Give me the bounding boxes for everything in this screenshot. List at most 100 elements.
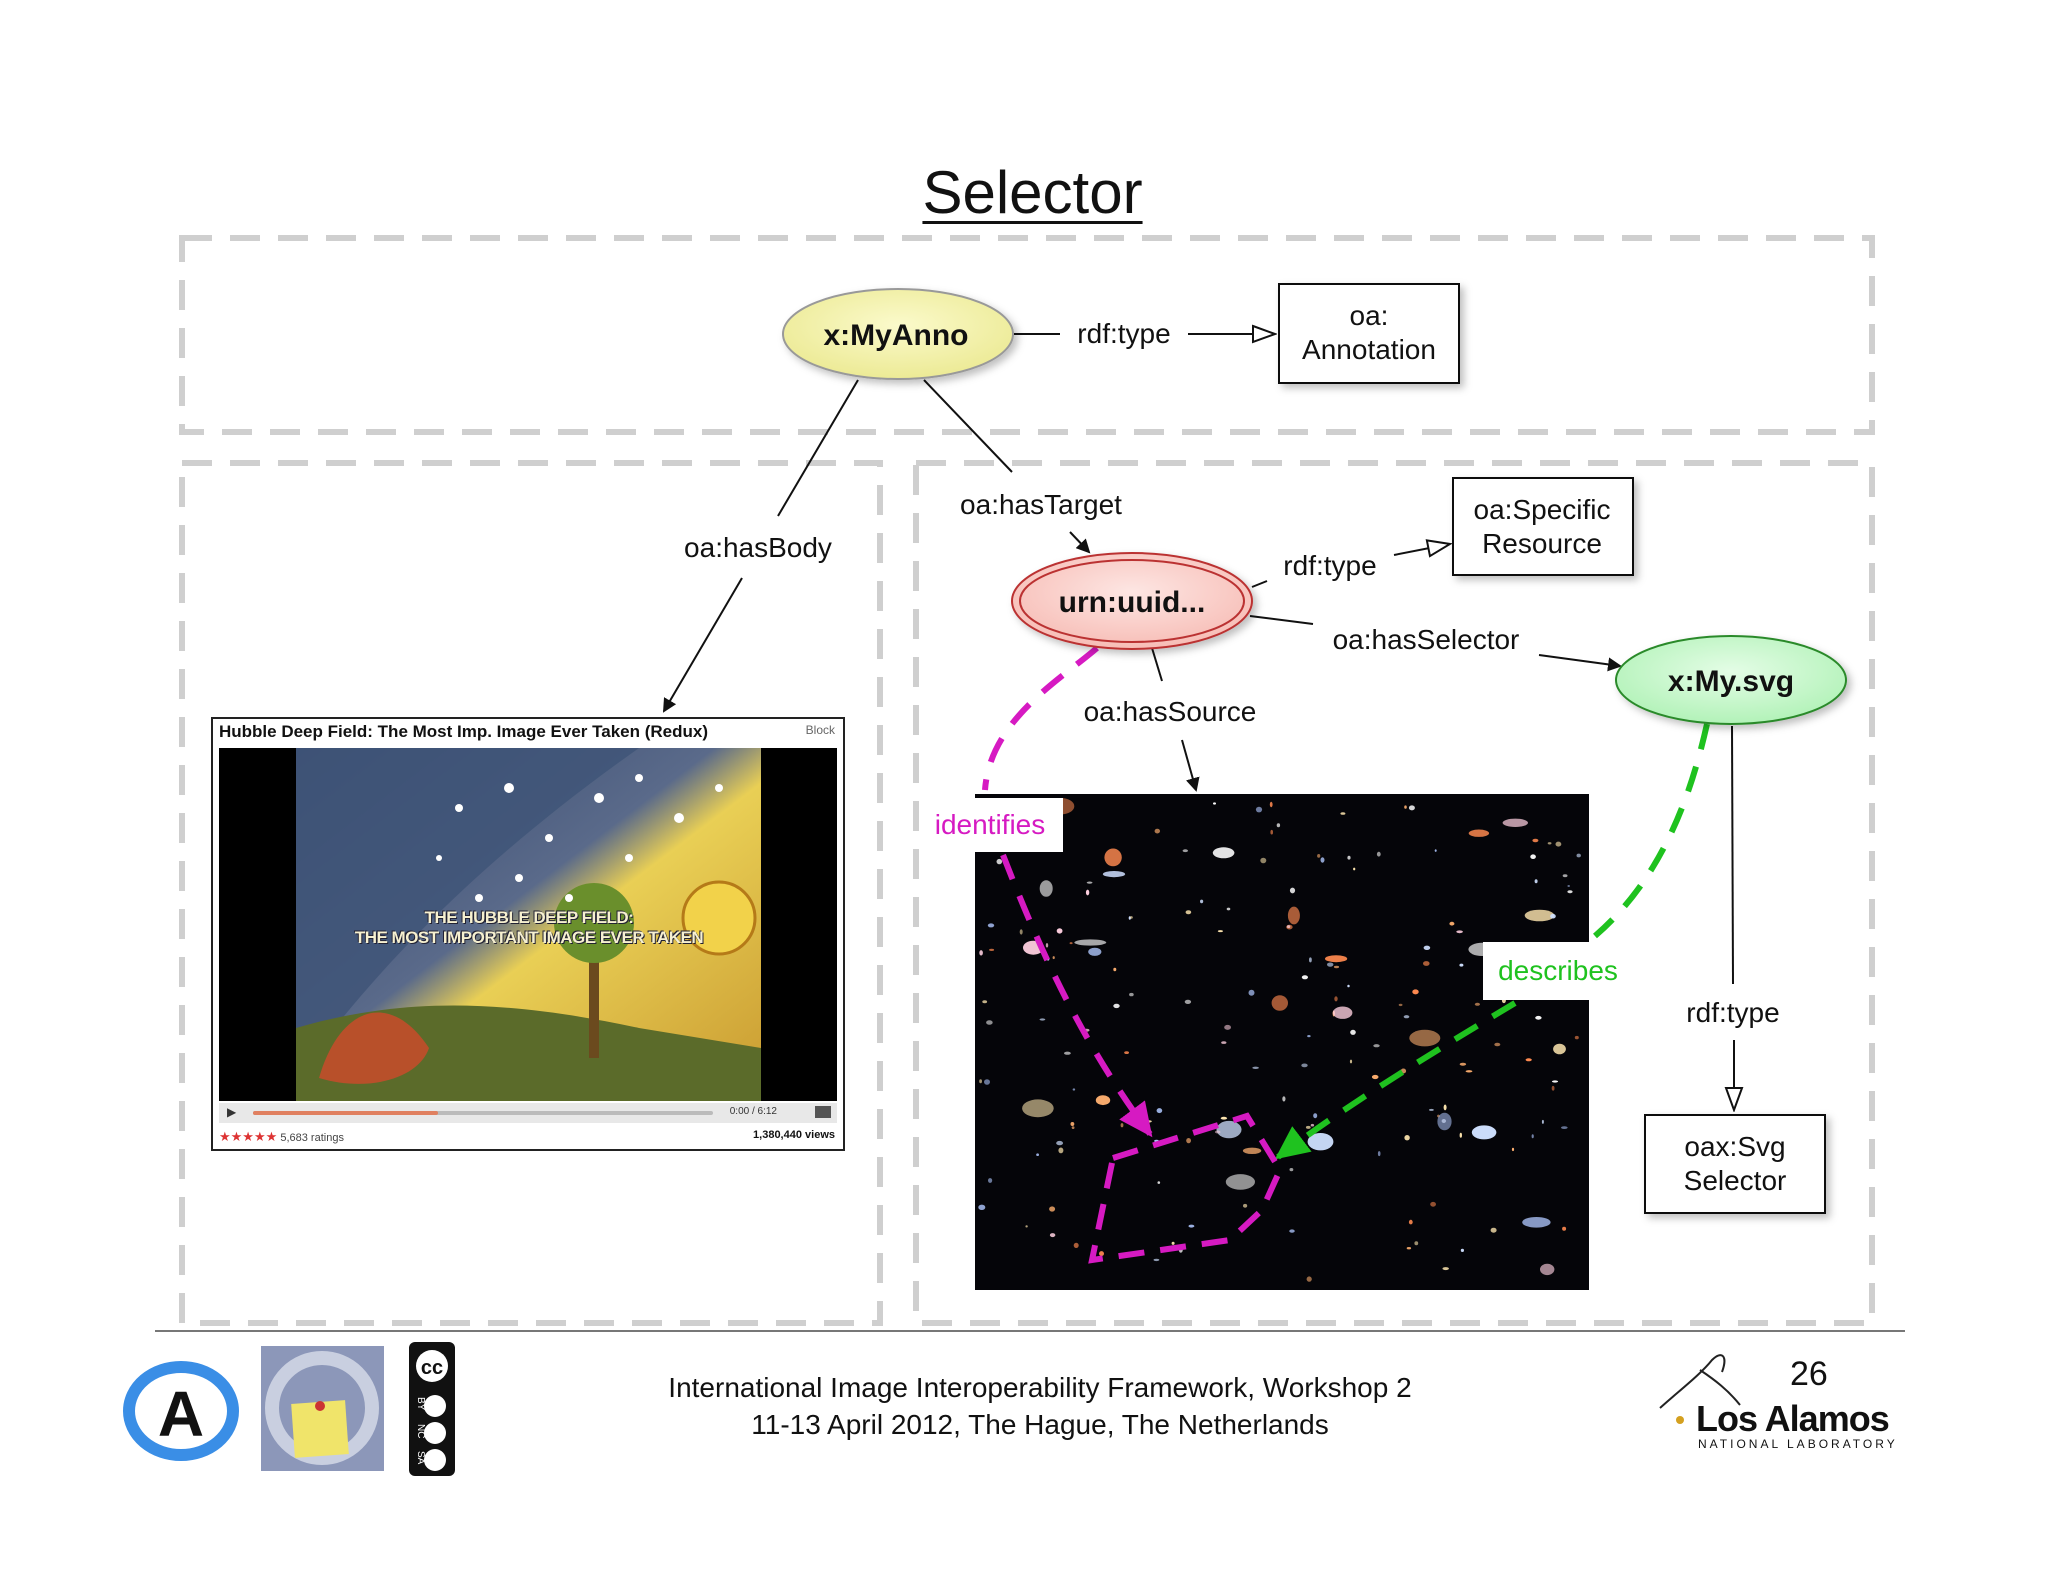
- galaxy: [1349, 1059, 1353, 1064]
- galaxy: [1157, 1181, 1161, 1184]
- galaxy: [1045, 943, 1049, 948]
- fullscreen-icon[interactable]: [815, 1106, 831, 1118]
- galaxy: [1534, 879, 1538, 884]
- edge-rdf-type-3-a: [1731, 725, 1734, 985]
- galaxy: [1561, 1126, 1568, 1129]
- galaxy: [1301, 975, 1308, 980]
- galaxy: [988, 1178, 993, 1183]
- label-has-target: oa:hasTarget: [960, 489, 1122, 520]
- galaxy: [1540, 1263, 1555, 1276]
- galaxy: [1025, 1225, 1028, 1228]
- label-describes-bg: [1483, 942, 1631, 1000]
- galaxy: [1541, 1119, 1544, 1124]
- video-block-button[interactable]: Block: [806, 723, 835, 737]
- edge-describes-a: [1593, 723, 1710, 939]
- galaxy: [978, 1204, 986, 1211]
- node-selector-type-line1: oax:Svg: [1684, 1131, 1785, 1162]
- galaxy: [979, 950, 983, 956]
- galaxy: [1430, 1201, 1436, 1207]
- galaxy: [1221, 1041, 1227, 1044]
- node-annotation: [782, 288, 1014, 380]
- galaxy: [1049, 1206, 1056, 1212]
- galaxy: [1434, 849, 1437, 852]
- galaxy: [1130, 916, 1133, 919]
- galaxy: [1307, 1133, 1334, 1151]
- galaxy: [1350, 1029, 1356, 1035]
- rating-stars: ★★★★★: [219, 1129, 278, 1144]
- galaxy: [1052, 956, 1055, 960]
- node-annotation-type: [1278, 283, 1460, 384]
- galaxy: [1408, 805, 1415, 811]
- node-selector-label: x:My.svg: [1668, 665, 1794, 698]
- galaxy: [1216, 1120, 1242, 1139]
- galaxy: [1547, 842, 1552, 845]
- galaxy: [1039, 1018, 1046, 1021]
- node-specific-resource: [1011, 552, 1253, 650]
- footer-line1: International Image Interoperability Fra…: [668, 1372, 1412, 1403]
- play-icon[interactable]: ▶: [227, 1105, 237, 1119]
- label-rdf-type-3: rdf:type: [1686, 997, 1779, 1028]
- galaxy: [1220, 1116, 1228, 1120]
- label-identifies: identifies: [935, 809, 1046, 840]
- galaxy: [979, 1079, 982, 1084]
- video-player: Hubble Deep Field: The Most Imp. Image E…: [211, 717, 845, 1151]
- galaxy: [1347, 855, 1351, 860]
- flammarion-engraving: [296, 748, 761, 1101]
- galaxy: [1145, 1120, 1152, 1123]
- galaxy: [1320, 857, 1325, 863]
- galaxy: [1334, 996, 1338, 1002]
- galaxy: [986, 1020, 993, 1025]
- galaxy: [1260, 857, 1267, 864]
- galaxy: [1217, 930, 1223, 933]
- video-progress-track[interactable]: [253, 1111, 713, 1115]
- galaxy: [1156, 1108, 1163, 1114]
- lanl-logo-mark: [1659, 1354, 1741, 1424]
- edge-identifies-a: [982, 645, 1099, 791]
- galaxy: [1502, 818, 1529, 827]
- node-annotation-type-line2: Annotation: [1302, 334, 1436, 365]
- views-count: 1,380,440 views: [753, 1129, 835, 1141]
- video-control-bar[interactable]: ▶ 0:00 / 6:12: [219, 1103, 837, 1123]
- galaxy: [1039, 880, 1053, 897]
- video-title: Hubble Deep Field: The Most Imp. Image E…: [219, 722, 708, 741]
- galaxy: [1313, 1113, 1318, 1119]
- galaxy: [1188, 1224, 1195, 1228]
- video-progress-fill: [253, 1111, 438, 1115]
- page-number: 26: [1790, 1355, 1828, 1393]
- galaxy: [1085, 889, 1090, 896]
- svg-selected-region: [1088, 1112, 1284, 1264]
- galaxy: [1243, 1203, 1248, 1208]
- galaxy: [1414, 1241, 1419, 1246]
- galaxy: [1398, 1003, 1403, 1007]
- galaxy: [1104, 848, 1122, 867]
- galaxy: [1550, 913, 1556, 919]
- galaxy: [1460, 1248, 1464, 1252]
- galaxy: [1074, 939, 1107, 946]
- galaxy: [1036, 1153, 1039, 1156]
- galaxy: [1289, 1168, 1294, 1172]
- galaxy: [1412, 989, 1419, 995]
- galaxy: [1567, 890, 1573, 894]
- galaxy: [1325, 955, 1348, 963]
- edge-has-source-a: [1151, 647, 1163, 682]
- galaxy: [1442, 1267, 1449, 1271]
- galaxy: [1490, 1227, 1497, 1233]
- galaxy: [1225, 1174, 1255, 1190]
- galaxy: [1276, 823, 1281, 828]
- galaxy: [1049, 1233, 1056, 1238]
- galaxy: [1309, 957, 1312, 963]
- galaxy: [1373, 1044, 1380, 1048]
- galaxy: [1073, 1242, 1079, 1248]
- node-specific-resource-type-line1: oa:Specific: [1474, 494, 1611, 525]
- galaxy: [1214, 1130, 1221, 1134]
- galaxy: [1120, 1123, 1124, 1128]
- galaxy: [1340, 812, 1346, 815]
- galaxy: [984, 1079, 990, 1085]
- galaxy: [1465, 1070, 1473, 1073]
- video-screen[interactable]: THE HUBBLE DEEP FIELD: THE MOST IMPORTAN…: [219, 748, 837, 1101]
- galaxy: [1102, 871, 1126, 878]
- galaxy: [1200, 899, 1204, 904]
- label-rdf-type-2: rdf:type: [1283, 550, 1376, 581]
- galaxy: [1124, 1051, 1129, 1054]
